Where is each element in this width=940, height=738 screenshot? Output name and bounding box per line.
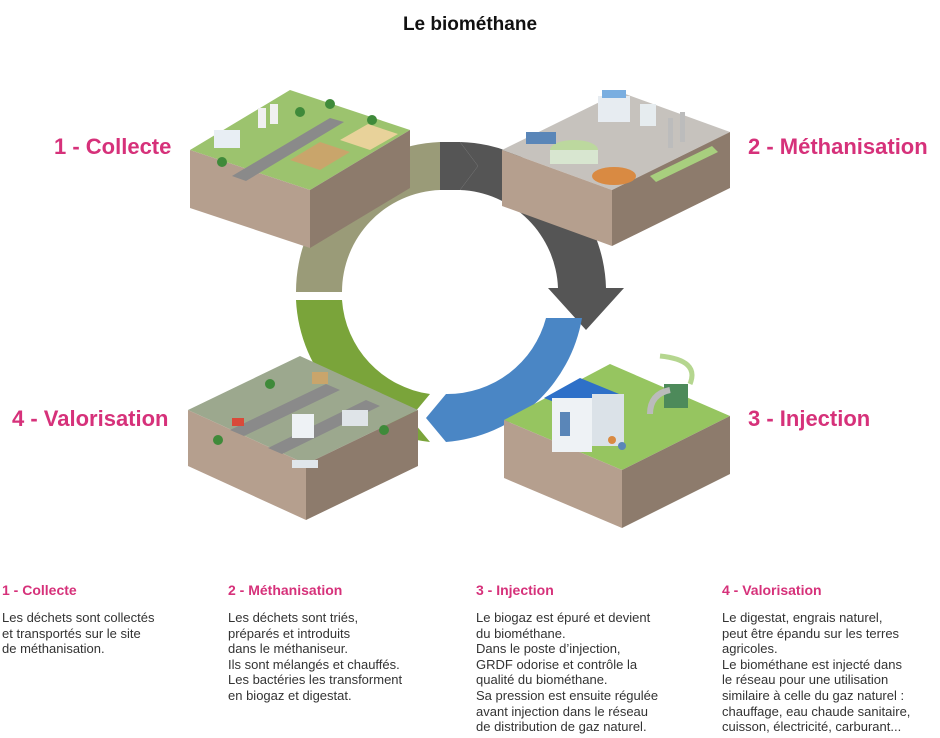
step-heading: 2 - Méthanisation bbox=[228, 582, 343, 598]
step-heading: 3 - Injection bbox=[476, 582, 554, 598]
stage-label-collecte: 1 - Collecte bbox=[54, 134, 172, 159]
step-heading: 1 - Collecte bbox=[2, 582, 77, 598]
step-text: Le biogaz est épuré et devient du biomét… bbox=[476, 610, 659, 735]
methanisation-block bbox=[502, 90, 730, 246]
cycle-diagram bbox=[188, 90, 730, 528]
step-text: Le digestat, engrais naturel, peut être … bbox=[722, 610, 911, 735]
step-text: Les déchets sont triés, préparés et intr… bbox=[228, 610, 403, 703]
page-title: Le biométhane bbox=[402, 14, 538, 35]
step-heading: 4 - Valorisation bbox=[722, 582, 822, 598]
arc-injection bbox=[446, 318, 582, 442]
step-text: Les déchets sont collectés et transporté… bbox=[2, 610, 155, 657]
valorisation-block bbox=[188, 356, 418, 520]
arc-methanisation-body bbox=[460, 142, 624, 330]
arc-methanisation bbox=[440, 142, 478, 190]
step-methanisation: 2 - Méthanisation Les déchets sont triés… bbox=[228, 582, 448, 704]
step-collecte: 1 - Collecte Les déchets sont collectés … bbox=[2, 582, 202, 657]
stage-label-injection: 3 - Injection bbox=[748, 406, 871, 431]
step-injection: 3 - Injection Le biogaz est épuré et dev… bbox=[476, 582, 696, 735]
step-valorisation: 4 - Valorisation Le digestat, engrais na… bbox=[722, 582, 940, 735]
stage-label-methanisation: 2 - Méthanisation bbox=[748, 134, 928, 159]
injection-block bbox=[504, 353, 730, 528]
arc-valorisation bbox=[426, 394, 446, 442]
stage-label-valorisation: 4 - Valorisation bbox=[12, 406, 169, 431]
collecte-block bbox=[190, 90, 410, 248]
